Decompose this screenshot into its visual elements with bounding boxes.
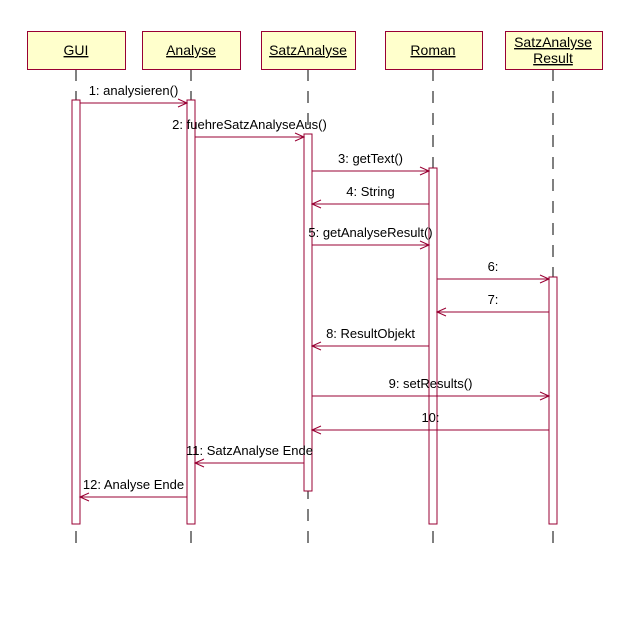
activation-bar-result	[548, 276, 558, 525]
object-box-result	[505, 31, 603, 70]
message-6: 6:	[437, 259, 551, 284]
message-4: 4: String	[310, 184, 429, 209]
object-label-result-1: SatzAnalyse	[514, 34, 592, 50]
object-box-satzanalyse	[261, 31, 356, 70]
message-label: 8: ResultObjekt	[326, 326, 415, 341]
object-label-gui: GUI	[64, 42, 89, 58]
message-12: 12: Analyse Ende	[78, 477, 187, 502]
activation-bar-roman	[428, 167, 438, 525]
message-label: 10:	[421, 410, 439, 425]
arrowhead-icon	[419, 240, 431, 250]
message-label: 2: fuehreSatzAnalyseAus()	[172, 117, 327, 132]
activation-bars	[71, 99, 558, 525]
object-label-result-2: Result	[533, 50, 573, 66]
message-label: 3: getText()	[338, 151, 403, 166]
message-label: 1: analysieren()	[89, 83, 179, 98]
message-5: 5: getAnalyseResult()	[308, 225, 433, 250]
message-2: 2: fuehreSatzAnalyseAus()	[172, 117, 327, 142]
message-label: 12: Analyse Ende	[83, 477, 184, 492]
arrowhead-icon	[78, 492, 90, 502]
object-label-satzanalyse: SatzAnalyse	[269, 42, 347, 58]
arrowhead-icon	[310, 341, 322, 351]
message-10: 10:	[310, 410, 549, 435]
message-label: 6:	[488, 259, 499, 274]
arrowhead-icon	[539, 274, 551, 284]
message-3: 3: getText()	[312, 151, 431, 176]
message-7: 7:	[435, 292, 549, 317]
message-9: 9: setResults()	[312, 376, 551, 401]
activation-bar-gui	[71, 99, 81, 525]
messages: 1: analysieren() 2: fuehreSatzAnalyseAus(…	[78, 83, 551, 502]
object-box-analyse	[142, 31, 241, 70]
object-box-roman	[385, 31, 483, 70]
message-1: 1: analysieren()	[80, 83, 189, 108]
arrowhead-icon	[177, 98, 189, 108]
message-label: 5: getAnalyseResult()	[308, 225, 432, 240]
arrowhead-icon	[539, 391, 551, 401]
arrowhead-icon	[193, 458, 205, 468]
arrowhead-icon	[310, 199, 322, 209]
object-label-roman: Roman	[410, 42, 455, 58]
message-label: 9: setResults()	[389, 376, 473, 391]
message-label: 7:	[488, 292, 499, 307]
activation-bar-satzanalyse	[303, 133, 313, 492]
arrowhead-icon	[310, 425, 322, 435]
message-8: 8: ResultObjekt	[310, 326, 429, 351]
arrowhead-icon	[435, 307, 447, 317]
message-11: 11: SatzAnalyse Ende	[186, 443, 313, 468]
arrowhead-icon	[294, 132, 306, 142]
message-label: 4: String	[346, 184, 394, 199]
object-label-analyse: Analyse	[166, 42, 216, 58]
arrowhead-icon	[419, 166, 431, 176]
activation-bar-analyse	[186, 99, 196, 525]
object-box-gui	[27, 31, 126, 70]
message-label: 11: SatzAnalyse Ende	[186, 443, 313, 458]
